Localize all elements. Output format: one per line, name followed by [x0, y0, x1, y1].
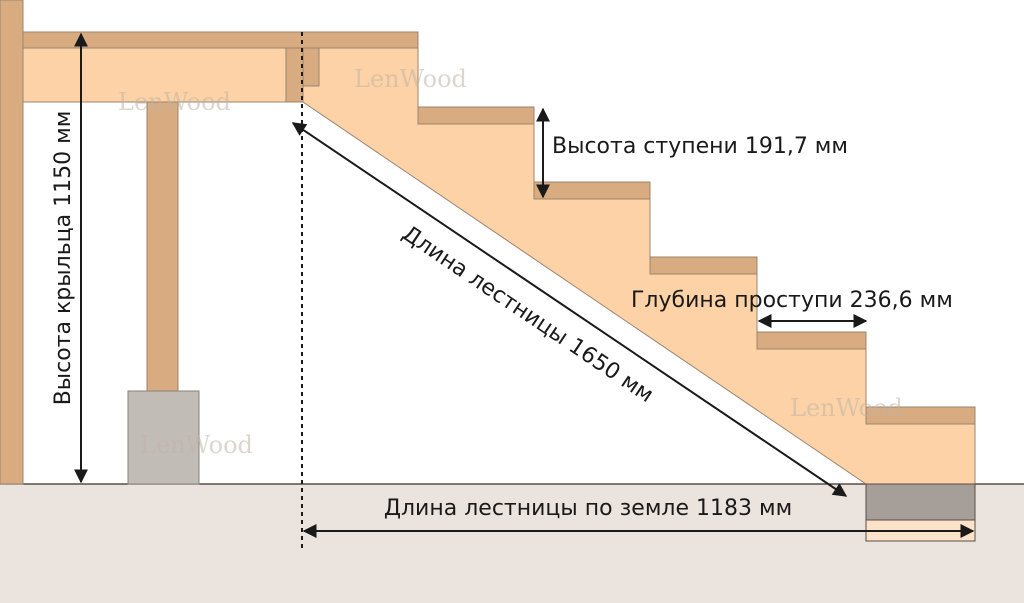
watermark: LenWood [118, 88, 231, 116]
ledger-block-inner [302, 47, 320, 87]
concrete-footing [127, 390, 200, 485]
watermark: LenWood [354, 65, 467, 93]
house-wall-post [0, 0, 24, 485]
porch-deck-board [22, 31, 419, 49]
porch-beam [22, 47, 304, 103]
ground [0, 484, 1024, 603]
tread-5 [865, 406, 976, 425]
stair-footing [865, 483, 976, 521]
porch-height-label: Высота крыльца 1150 мм [51, 111, 76, 406]
watermark: LenWood [140, 431, 253, 459]
watermark: LenWood [790, 394, 903, 422]
porch-support-post [146, 101, 179, 393]
stair-length-arrow [291, 122, 848, 497]
tread-1 [417, 106, 535, 125]
tread-4 [756, 331, 867, 350]
step-height-label: Высота ступени 191,7 мм [552, 134, 848, 159]
ledger-block [285, 47, 304, 103]
tread-2 [533, 181, 651, 200]
tread-3 [649, 256, 758, 275]
tread-depth-label: Глубина проступи 236,6 мм [631, 288, 953, 313]
ground-length-label: Длина лестницы по земле 1183 мм [384, 496, 792, 521]
